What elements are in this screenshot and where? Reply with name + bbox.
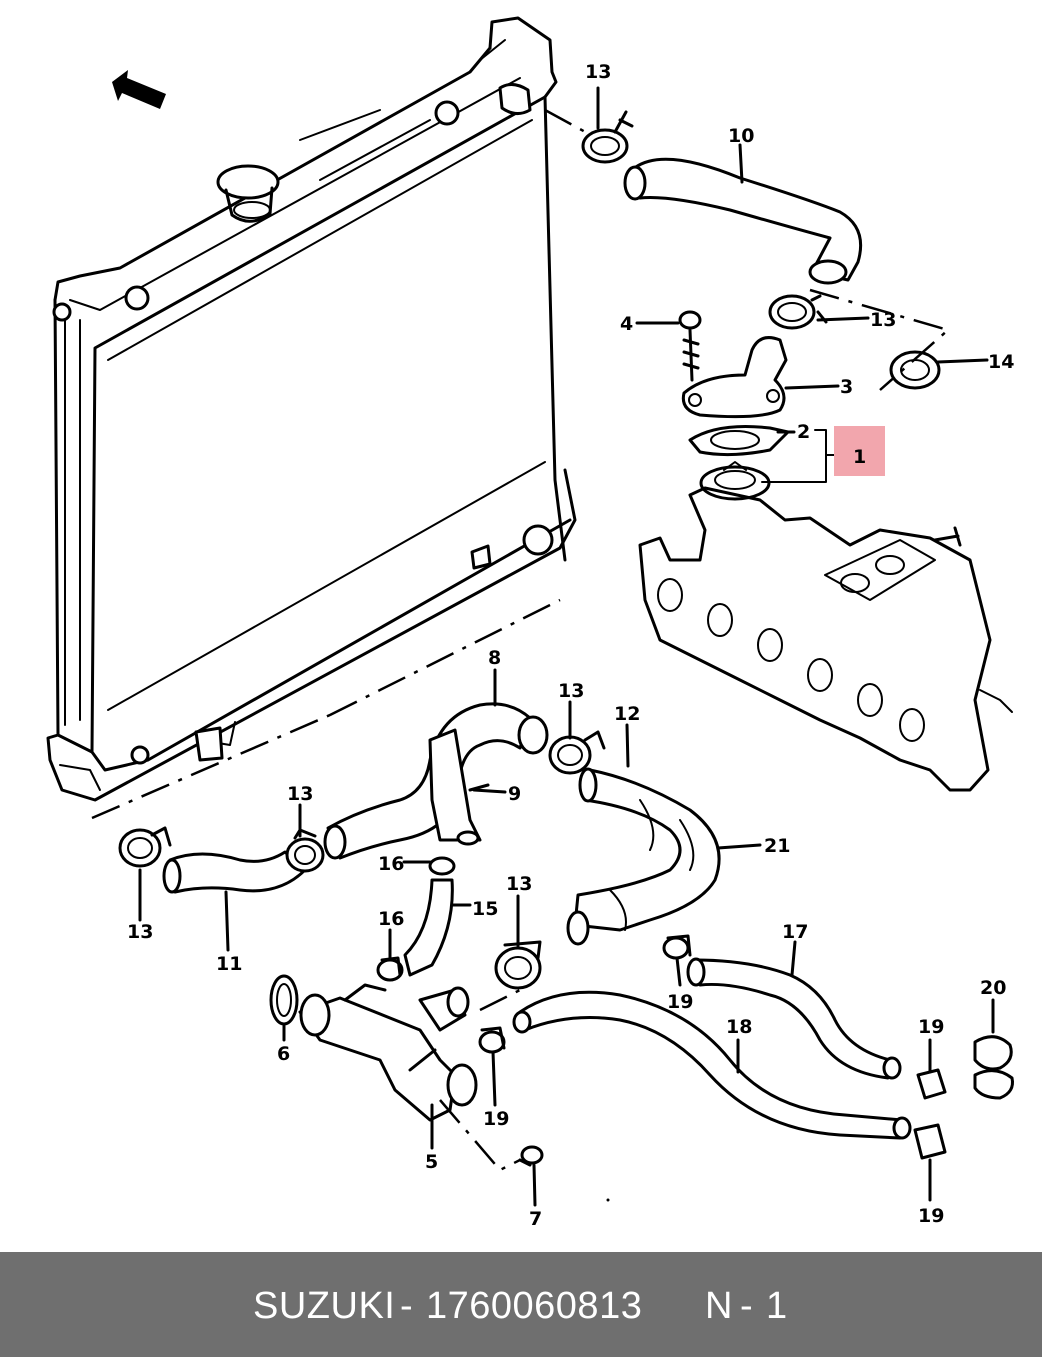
hose-18 bbox=[512, 990, 912, 1140]
callout-13-mid: 13 bbox=[558, 680, 584, 702]
gasket-2 bbox=[688, 425, 790, 457]
hose-clamp-13b bbox=[768, 294, 828, 330]
callout-19-right-bottom: 19 bbox=[918, 1205, 944, 1227]
clamp-19b bbox=[662, 934, 692, 960]
callout-21: 21 bbox=[764, 835, 790, 857]
position-separator: - bbox=[740, 1285, 754, 1327]
clamp-19a bbox=[478, 1026, 506, 1054]
hose-clamp-13c bbox=[548, 730, 606, 775]
callout-16-top: 16 bbox=[378, 853, 404, 875]
radiator-cap bbox=[216, 164, 280, 223]
clamp-19c bbox=[916, 1068, 947, 1100]
callout-6: 6 bbox=[277, 1043, 290, 1065]
hose-15 bbox=[403, 856, 456, 977]
callout-13-top: 13 bbox=[585, 61, 611, 83]
bolt-7 bbox=[518, 1145, 544, 1167]
o-ring-6 bbox=[269, 974, 299, 1026]
callout-13-left-bottom: 13 bbox=[127, 921, 153, 943]
hose-17 bbox=[686, 957, 902, 1080]
callout-1: 1 bbox=[853, 446, 866, 468]
callout-labels: 1 2 3 4 5 6 7 8 9 10 11 12 13 13 13 13 1… bbox=[127, 61, 1014, 1230]
brand-name: SUZUKI bbox=[253, 1285, 396, 1327]
callout-2: 2 bbox=[797, 421, 810, 443]
clamp-19d bbox=[913, 1123, 947, 1160]
hose-clamp-13a bbox=[118, 826, 172, 868]
brand-separator: - bbox=[400, 1285, 414, 1327]
position-label: N bbox=[705, 1285, 733, 1327]
water-inlet-pipe bbox=[298, 983, 478, 1122]
callout-4: 4 bbox=[620, 313, 633, 335]
callout-3: 3 bbox=[840, 376, 853, 398]
callout-16-lower: 16 bbox=[378, 908, 404, 930]
callout-19-mid: 19 bbox=[667, 991, 693, 1013]
bolt-4 bbox=[678, 310, 702, 382]
position-value: 1 bbox=[766, 1285, 788, 1327]
callout-18: 18 bbox=[726, 1016, 752, 1038]
callout-15: 15 bbox=[472, 898, 498, 920]
parts-diagram: 1 2 3 4 5 6 7 8 9 10 11 12 13 13 13 13 1… bbox=[46, 16, 1014, 1230]
callout-17: 17 bbox=[782, 921, 808, 943]
upper-hose bbox=[623, 157, 863, 285]
callout-9: 9 bbox=[508, 783, 521, 805]
thermostat-cap bbox=[681, 336, 788, 419]
callout-8: 8 bbox=[488, 647, 501, 669]
hose-clamp-upper bbox=[581, 110, 634, 164]
callout-11: 11 bbox=[216, 953, 242, 975]
hose-clamp-13d bbox=[285, 828, 325, 873]
callout-14: 14 bbox=[988, 351, 1014, 373]
part-number: 1760060813 bbox=[426, 1285, 643, 1327]
bracket-9 bbox=[428, 728, 490, 846]
highlight-box bbox=[834, 426, 885, 476]
callout-12: 12 bbox=[614, 703, 640, 725]
callout-13-lower: 13 bbox=[506, 873, 532, 895]
callout-7: 7 bbox=[529, 1208, 542, 1230]
hose-clamp-13e bbox=[494, 940, 542, 990]
hose-8 bbox=[323, 702, 549, 860]
callout-13-left-top: 13 bbox=[287, 783, 313, 805]
callout-13-right: 13 bbox=[870, 309, 896, 331]
hose-11 bbox=[162, 850, 307, 894]
leader-lines bbox=[138, 86, 995, 1207]
callout-5: 5 bbox=[425, 1151, 438, 1173]
clip-20 bbox=[973, 1035, 1014, 1100]
callout-19-right-top: 19 bbox=[918, 1016, 944, 1038]
part-info-footer: SUZUKI - 1760060813 N - 1 bbox=[0, 1252, 1042, 1357]
clamp-14 bbox=[889, 350, 941, 390]
hose-12-21 bbox=[566, 767, 721, 946]
intake-manifold bbox=[638, 486, 1013, 792]
callout-10: 10 bbox=[728, 125, 754, 147]
callout-19-lower-left: 19 bbox=[483, 1108, 509, 1130]
front-arrow-icon bbox=[112, 70, 166, 109]
radiator bbox=[46, 16, 601, 820]
callout-20: 20 bbox=[980, 977, 1006, 999]
